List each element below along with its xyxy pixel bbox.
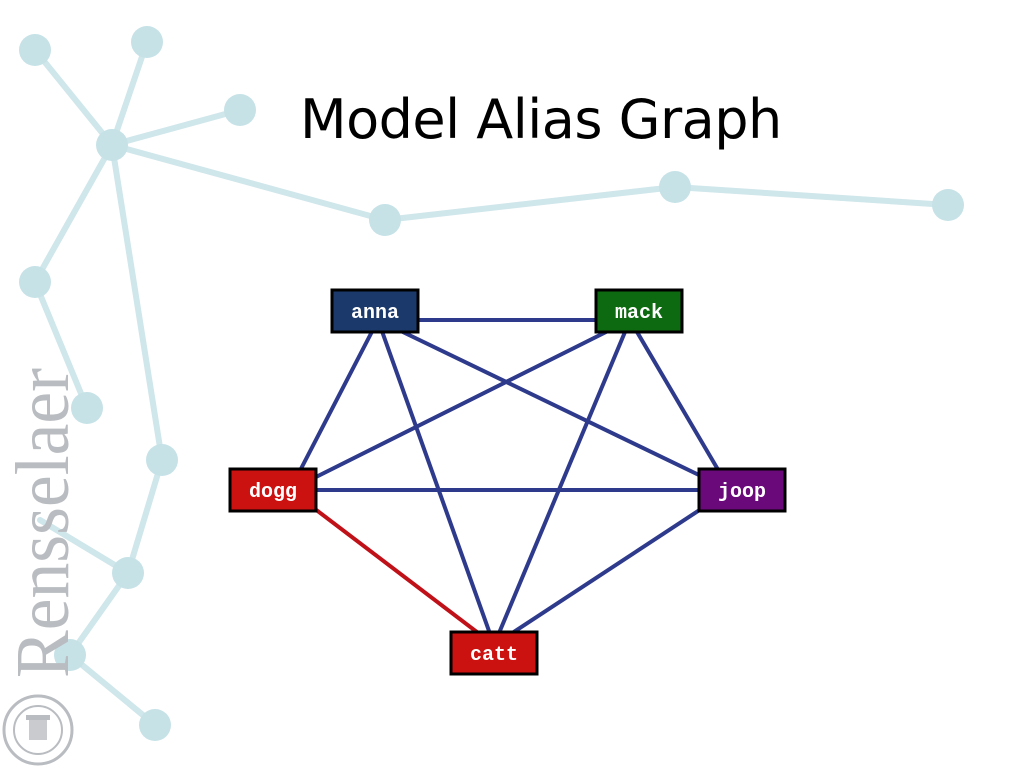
node-box-joop [697,467,787,513]
edge-mack-catt [492,319,632,646]
node-label-dogg: dogg [249,481,297,504]
node-label-joop: joop [718,481,766,504]
graph-edges [288,318,732,647]
node-mack: mack [594,288,684,334]
edge-mack-dogg [289,318,631,492]
slide-title: Model Alias Graph [300,88,782,151]
edge-anna-dogg [288,319,380,491]
edge-dogg-catt [288,488,496,647]
edge-anna-joop [377,318,731,492]
edge-joop-catt [492,488,732,647]
edge-mack-joop [628,318,732,492]
node-label-anna: anna [351,302,399,325]
institute-seal-logo [2,694,74,766]
node-anna: anna [330,288,420,334]
node-dogg: dogg [228,467,318,513]
node-joop: joop [697,467,787,513]
node-box-catt [449,630,539,676]
node-box-dogg [228,467,318,513]
node-label-catt: catt [470,644,518,667]
node-box-anna [330,288,420,334]
graph-nodes: anna mack dogg joop catt [228,288,787,676]
wordmark-text: Rensselaer [1,368,80,678]
rensselaer-wordmark-logo: Rensselaer [1,368,80,678]
edge-anna-catt [376,319,496,646]
node-box-mack [594,288,684,334]
node-label-mack: mack [615,302,663,325]
node-catt: catt [449,630,539,676]
